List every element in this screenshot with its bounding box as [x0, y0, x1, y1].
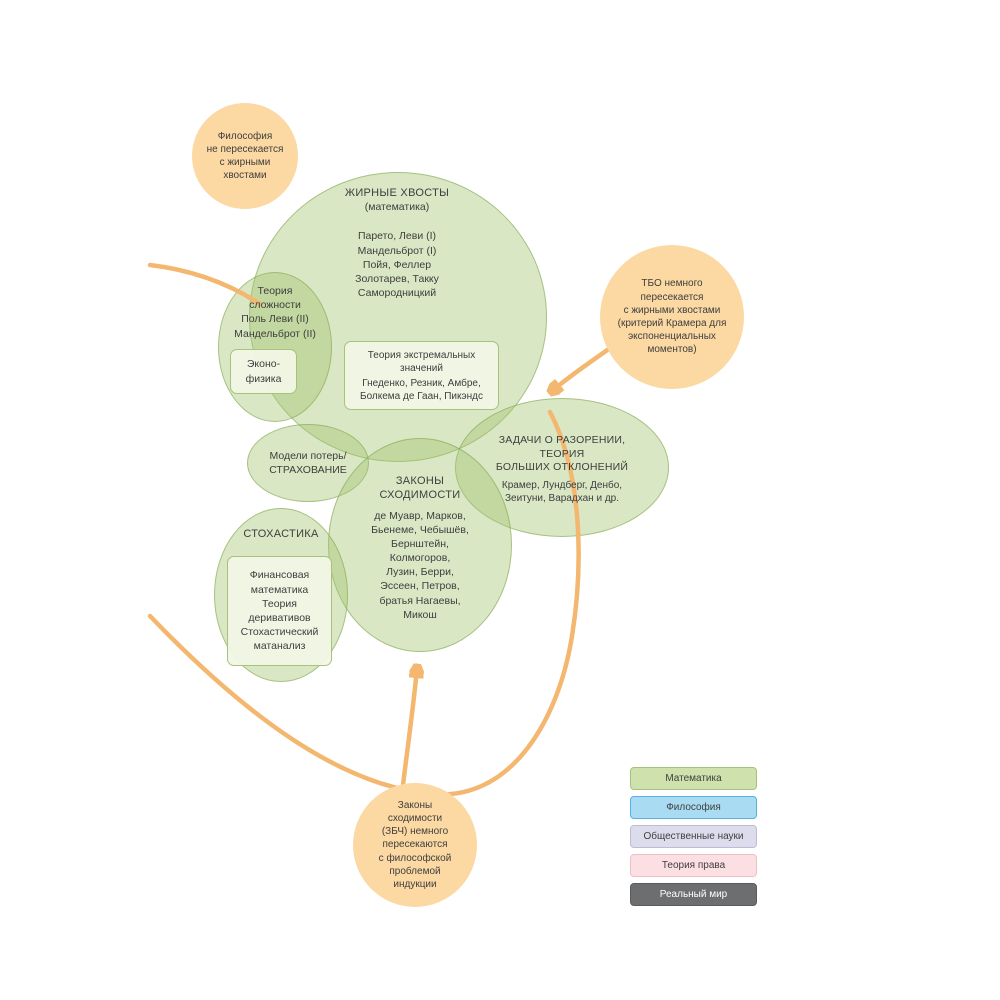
curve-left-top	[147, 262, 263, 307]
stochastics-box-label: Финансовая математика Теория деривативов…	[240, 569, 319, 653]
complexity-ellipse	[218, 272, 332, 422]
convergence-title: ЗАКОНЫ СХОДИМОСТИ	[379, 475, 461, 502]
extreme-value-box: Теория экстремальных значений Гнеденко, …	[344, 341, 499, 410]
curve-big-sweep	[147, 409, 581, 797]
fat-tails-title: ЖИРНЫЕ ХВОСТЫ	[344, 187, 450, 199]
legend-item-label: Общественные науки	[643, 831, 744, 842]
convergence-label: ЗАКОНЫ СХОДИМОСТИ де Муавр, Марков, Бьен…	[330, 474, 510, 622]
lln-note-circle: Законы сходимости (ЗБЧ) немного пересека…	[353, 783, 477, 907]
arrow-tbo-to-fat-tails	[552, 341, 619, 391]
legend-item-label: Математика	[665, 773, 722, 784]
fat-tails-names: Парето, Леви (I) Мандельброт (I) Пойя, Ф…	[355, 230, 439, 300]
extreme-value-title: Теория экстремальных значений	[367, 349, 476, 374]
legend: Математика Философия Общественные науки …	[630, 767, 757, 906]
convergence-names: де Муавр, Марков, Бьенеме, Чебышёв, Берн…	[371, 509, 469, 621]
tbo-note-circle: ТБО немного пересекается с жирными хвост…	[600, 245, 744, 389]
stochastics-box: Финансовая математика Теория деривативов…	[227, 556, 332, 666]
ruin-names: Крамер, Лундберг, Денбо, Зеитуни, Варадх…	[501, 479, 623, 505]
stochastics-title: СТОХАСТИКА	[243, 528, 319, 540]
econophysics-label: Эконо- физика	[245, 358, 282, 385]
legend-item-philosophy: Философия	[630, 796, 757, 819]
ruin-label: ЗАДАЧИ О РАЗОРЕНИИ, ТЕОРИЯ БОЛЬШИХ ОТКЛО…	[458, 434, 666, 506]
fat-tails-subtitle: (математика)	[364, 201, 430, 214]
fat-tails-label: ЖИРНЫЕ ХВОСТЫ (математика) Парето, Леви …	[292, 186, 502, 300]
legend-item-mathematics: Математика	[630, 767, 757, 790]
legend-item-label: Реальный мир	[659, 889, 728, 900]
philosophy-note-text: Философия не пересекается с жирными хвос…	[206, 130, 284, 182]
arrow-lln-to-convergence	[400, 668, 417, 788]
convergence-ellipse	[328, 438, 512, 652]
extreme-value-names: Гнеденко, Резник, Амбре, Болкема де Гаан…	[360, 377, 483, 402]
legend-item-law-theory: Теория права	[630, 854, 757, 877]
legend-item-social-sciences: Общественные науки	[630, 825, 757, 848]
legend-item-label: Философия	[666, 802, 721, 813]
complexity-label: Теория сложности Поль Леви (II) Мандельб…	[234, 285, 316, 340]
loss-models-label: Модели потерь/ СТРАХОВАНИЕ	[269, 450, 347, 477]
philosophy-note-circle: Философия не пересекается с жирными хвос…	[192, 103, 298, 209]
lln-note-text: Законы сходимости (ЗБЧ) немного пересека…	[378, 799, 452, 890]
legend-item-label: Теория права	[661, 860, 726, 871]
legend-item-real-world: Реальный мир	[630, 883, 757, 906]
econophysics-box: Эконо- физика	[230, 349, 297, 394]
tbo-note-text: ТБО немного пересекается с жирными хвост…	[617, 278, 727, 356]
ruin-title: ЗАДАЧИ О РАЗОРЕНИИ, ТЕОРИЯ БОЛЬШИХ ОТКЛО…	[495, 434, 629, 474]
